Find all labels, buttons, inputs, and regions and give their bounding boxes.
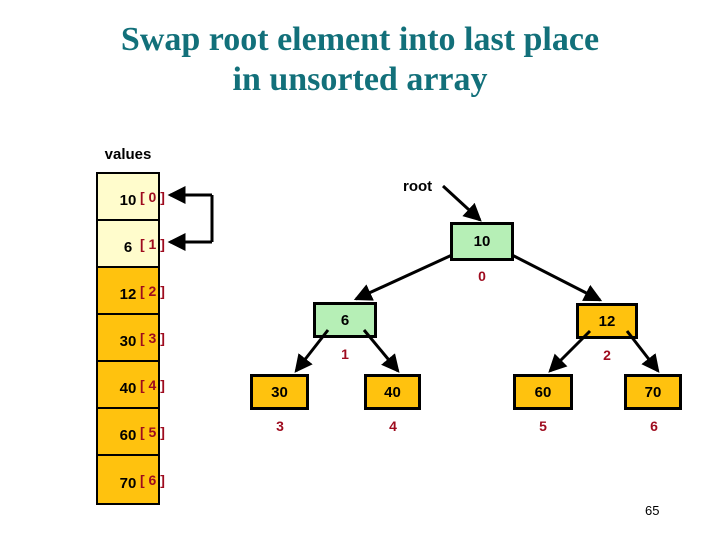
- array-cell-value: 10: [119, 192, 137, 209]
- array-row: [ 5 ] 60: [98, 409, 165, 456]
- tree-node-value: 6: [340, 311, 350, 329]
- tree-node-index-3: 3: [276, 418, 284, 434]
- array-row: [ 2 ] 12: [98, 268, 165, 315]
- page-title: Swap root element into last place in uns…: [0, 20, 720, 100]
- tree-node-index-5: 5: [539, 418, 547, 434]
- array-index-label: [ 6 ]: [140, 471, 165, 488]
- tree-node-value: 12: [598, 312, 616, 330]
- tree-node-60: 60: [513, 374, 573, 410]
- array-index-label: [ 4 ]: [140, 376, 165, 393]
- array-index-label: [ 3 ]: [140, 329, 165, 346]
- array-row: [ 4 ] 40: [98, 362, 165, 409]
- array-cell-value: 30: [119, 333, 137, 350]
- array-index-label: [ 1 ]: [140, 235, 165, 252]
- array-index-label: [ 0 ]: [140, 188, 165, 205]
- array-cell-value: 6: [123, 239, 133, 256]
- array-row: [ 1 ] 6: [98, 221, 165, 268]
- array-row: [ 0 ] 10: [98, 174, 165, 221]
- tree-node-index-0: 0: [478, 268, 486, 284]
- root-pointer-arrow: [441, 184, 482, 222]
- array-cell-value: 60: [119, 427, 137, 444]
- tree-node-12: 12: [576, 303, 638, 339]
- tree-node-30: 30: [250, 374, 309, 410]
- array-index-label: [ 2 ]: [140, 282, 165, 299]
- tree-node-index-4: 4: [389, 418, 397, 434]
- tree-node-value: 60: [534, 383, 552, 401]
- array-cell-value: 40: [119, 380, 137, 397]
- tree-node-index-1: 1: [341, 346, 349, 362]
- array-cell-value: 70: [119, 475, 137, 492]
- tree-node-value: 30: [271, 383, 288, 401]
- array-header-label: values: [104, 146, 152, 163]
- root-pointer-label: root: [403, 178, 433, 195]
- title-line-2: in unsorted array: [232, 61, 488, 98]
- tree-node-index-6: 6: [650, 418, 658, 434]
- tree-node-6: 6: [313, 302, 377, 338]
- tree-node-index-2: 2: [603, 347, 611, 363]
- tree-node-10: 10: [450, 222, 514, 261]
- array-index-label: [ 5 ]: [140, 423, 165, 440]
- tree-node-value: 70: [644, 383, 662, 401]
- edge-10-to-6: [353, 253, 453, 301]
- tree-node-value: 10: [473, 233, 491, 250]
- values-array: [ 0 ] 10 [ 1 ] 6 [ 2 ] 12 [ 3 ] 30 [ 4 ]…: [96, 172, 165, 505]
- edge-10-to-12: [511, 253, 603, 302]
- array-row: [ 6 ] 70: [98, 456, 165, 503]
- title-line-1: Swap root element into last place: [120, 21, 600, 58]
- page-number: 65: [645, 503, 660, 518]
- array-row: [ 3 ] 30: [98, 315, 165, 362]
- tree-node-70: 70: [624, 374, 682, 410]
- tree-node-value: 40: [384, 383, 401, 401]
- array-cell-value: 12: [119, 286, 137, 303]
- tree-node-40: 40: [364, 374, 421, 410]
